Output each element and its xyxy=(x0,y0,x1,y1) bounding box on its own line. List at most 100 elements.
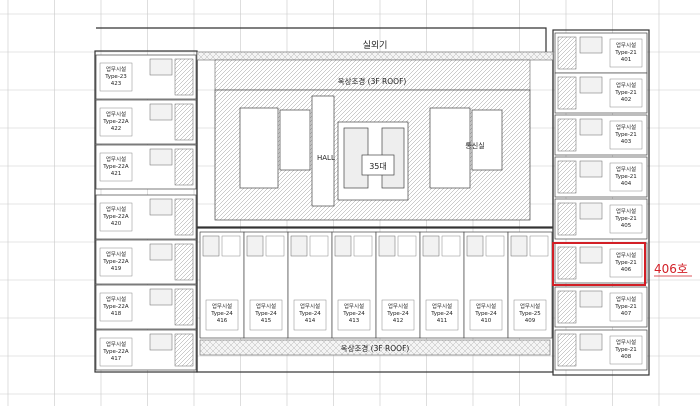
pantry xyxy=(221,235,241,257)
unit-label-no: 419 xyxy=(111,266,122,272)
unit-label-type: Type-24 xyxy=(430,311,453,317)
restroom xyxy=(149,198,173,216)
restroom xyxy=(579,160,603,178)
unit-label-use: 업무시설 xyxy=(616,165,636,173)
unit-label-use: 업무시설 xyxy=(616,295,636,303)
unit-label-use: 업무시설 xyxy=(106,295,126,303)
unit-label-use: 업무시설 xyxy=(616,81,636,89)
unit-label-type: Type-24 xyxy=(474,311,497,317)
unit-406-annotation: 406호 xyxy=(654,262,688,276)
unit-label-type: Type-24 xyxy=(386,311,409,317)
unit-label-no: 406 xyxy=(621,267,632,273)
unit-label-use: 업무시설 xyxy=(106,155,126,163)
balcony xyxy=(174,243,194,281)
pantry xyxy=(309,235,329,257)
restroom xyxy=(149,288,173,306)
balcony xyxy=(174,198,194,236)
restroom xyxy=(510,235,528,257)
restroom xyxy=(579,246,603,264)
unit-label-no: 418 xyxy=(111,311,122,317)
restroom xyxy=(149,58,173,76)
restroom xyxy=(246,235,264,257)
unit-label-type: Type-22A xyxy=(102,164,129,170)
unit-label-no: 403 xyxy=(621,139,632,145)
unit-label-use: 업무시설 xyxy=(432,302,452,310)
hall-label: HALL xyxy=(317,154,335,162)
unit-label-type: Type-21 xyxy=(614,347,637,353)
unit-label-type: Type-21 xyxy=(614,132,637,138)
balcony xyxy=(557,333,577,367)
unit-label-use: 업무시설 xyxy=(344,302,364,310)
unit-406-highlight xyxy=(552,242,646,286)
balcony xyxy=(174,333,194,367)
unit-label-use: 업무시설 xyxy=(616,207,636,215)
balcony xyxy=(557,118,577,152)
unit-label-type: Type-24 xyxy=(210,311,233,317)
balcony xyxy=(174,288,194,326)
unit-label-type: Type-25 xyxy=(518,311,541,317)
unit-label-no: 417 xyxy=(111,356,122,362)
unit-label-use: 업무시설 xyxy=(300,302,320,310)
balcony xyxy=(557,160,577,194)
unit-label-no: 415 xyxy=(261,318,272,324)
unit-label-no: 420 xyxy=(111,221,122,227)
unit-label-use: 업무시설 xyxy=(106,340,126,348)
pantry xyxy=(529,235,549,257)
balcony xyxy=(557,202,577,236)
unit-label-no: 407 xyxy=(621,311,632,317)
unit-label-use: 업무시설 xyxy=(212,302,232,310)
unit-label-no: 412 xyxy=(393,318,404,324)
unit-label-type: Type-21 xyxy=(614,260,637,266)
unit-label-no: 405 xyxy=(621,223,632,229)
unit-label-use: 업무시설 xyxy=(388,302,408,310)
restroom xyxy=(149,243,173,261)
unit-label-type: Type-24 xyxy=(298,311,321,317)
right-unit-column: 업무시설Type-21401업무시설Type-21402업무시설Type-214… xyxy=(554,32,648,371)
outdoor-unit-label: 실외기 xyxy=(363,39,388,51)
unit-label-no: 416 xyxy=(217,318,228,324)
parking-label: 35대 xyxy=(369,162,387,171)
core-area xyxy=(214,89,531,221)
pantry xyxy=(485,235,505,257)
restroom xyxy=(378,235,396,257)
unit-label-no: 413 xyxy=(349,318,360,324)
restroom xyxy=(466,235,484,257)
unit-label-no: 402 xyxy=(621,97,632,103)
outdoor-unit-area xyxy=(196,51,554,61)
unit-label-type: Type-22A xyxy=(102,214,129,220)
unit-label-type: Type-21 xyxy=(614,304,637,310)
restroom xyxy=(579,36,603,54)
unit-label-no: 404 xyxy=(621,181,632,187)
unit-label-no: 408 xyxy=(621,354,632,360)
left-unit-column: 업무시설Type-23423업무시설Type-22A422업무시설Type-22… xyxy=(95,54,197,371)
unit-label-use: 업무시설 xyxy=(106,65,126,73)
restroom xyxy=(290,235,308,257)
restroom xyxy=(579,76,603,94)
unit-label-no: 401 xyxy=(621,57,632,63)
restroom xyxy=(149,103,173,121)
balcony xyxy=(174,58,194,96)
roof-bottom-label: 옥상조경 (3F ROOF) xyxy=(341,343,410,353)
unit-label-no: 411 xyxy=(437,318,448,324)
unit-label-use: 업무시설 xyxy=(106,110,126,118)
unit-label-type: Type-21 xyxy=(614,90,637,96)
unit-label-use: 업무시설 xyxy=(616,123,636,131)
unit-label-type: Type-21 xyxy=(614,50,637,56)
roof-top-label: 옥상조경 (3F ROOF) xyxy=(338,76,407,86)
